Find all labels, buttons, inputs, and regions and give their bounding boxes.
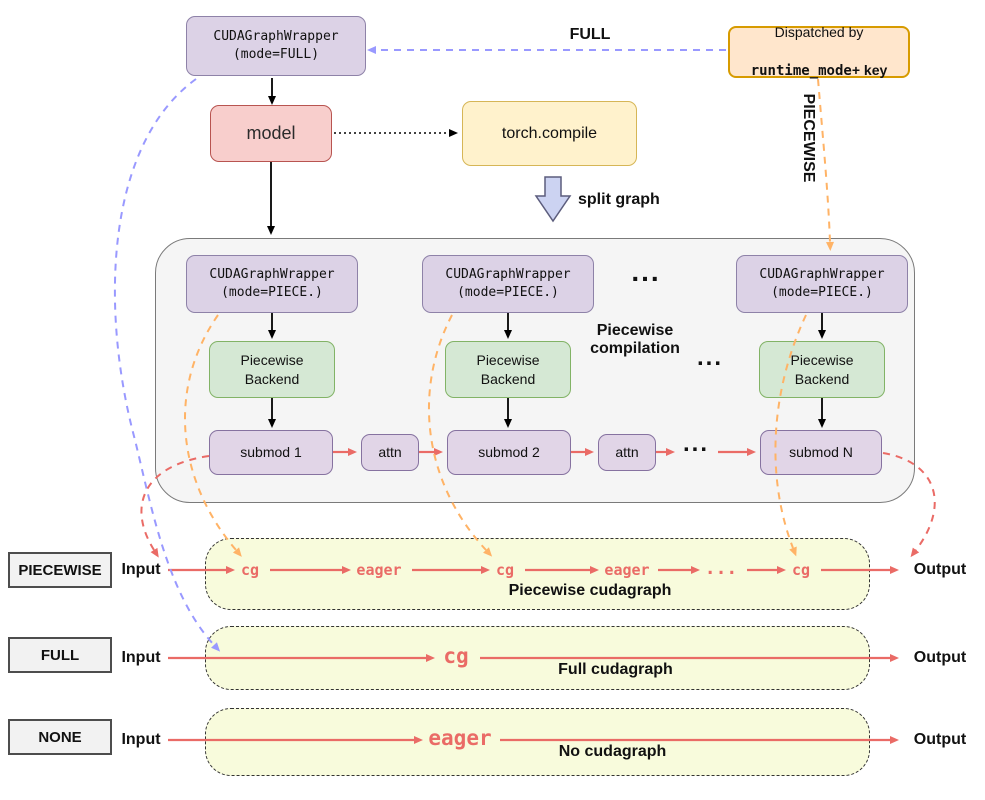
edge-label-piecewise: PIECEWISE <box>800 93 817 183</box>
seq-cg-1: cg <box>240 561 260 579</box>
seq-eager-2: eager <box>604 561 650 579</box>
mode-box-piecewise: PIECEWISE <box>8 552 112 588</box>
split-graph-block-arrow <box>534 176 572 223</box>
mode-box-full: FULL <box>8 637 112 673</box>
seq-cg-3: cg <box>791 561 811 579</box>
mode-box-none: NONE <box>8 719 112 755</box>
output-label-full: Output <box>913 649 967 666</box>
node-cudagraphwrapper-piece-3: CUDAGraphWrapper (mode=PIECE.) <box>736 255 908 313</box>
node-torch-compile: torch.compile <box>462 101 637 166</box>
node-submod-n: submod N <box>760 430 882 475</box>
node-cudagraphwrapper-piece-2: CUDAGraphWrapper (mode=PIECE.) <box>422 255 594 313</box>
mode-box-none-label: NONE <box>38 728 82 746</box>
node-dispatched-by: Dispatched by runtime_mode+ key <box>728 24 910 81</box>
ellipsis-backends: ... <box>696 344 723 371</box>
seq-ellipsis: ... <box>704 558 738 579</box>
full-cg-node: cg <box>443 644 469 668</box>
none-eager-node: eager <box>428 726 492 750</box>
split-graph-label: split graph <box>578 191 660 208</box>
dispatch-rest: + key <box>851 61 888 78</box>
full-cudagraph-track <box>205 626 870 690</box>
caption-piecewise-cudagraph: Piecewise cudagraph <box>508 582 672 599</box>
mode-box-full-label: FULL <box>40 646 80 664</box>
input-label-none: Input <box>121 731 161 748</box>
seq-cg-2: cg <box>495 561 515 579</box>
node-model: model <box>210 105 332 162</box>
caption-full-cudagraph: Full cudagraph <box>558 661 673 678</box>
piecewise-cudagraph-track <box>205 538 870 610</box>
input-label-full: Input <box>121 649 161 666</box>
ellipsis-submods: ... <box>682 430 709 457</box>
output-label-piecewise: Output <box>913 561 967 578</box>
node-attn-2: attn <box>598 434 656 471</box>
node-piecewise-backend-1: Piecewise Backend <box>209 341 335 398</box>
ellipsis-wrappers: ... <box>631 256 661 287</box>
dispatch-line2: runtime_mode+ key <box>751 42 888 81</box>
input-label-piecewise: Input <box>121 561 161 578</box>
output-label-none: Output <box>913 731 967 748</box>
dispatch-line1: Dispatched by <box>774 24 864 41</box>
node-submod-2: submod 2 <box>447 430 571 475</box>
node-cudagraphwrapper-piece-1: CUDAGraphWrapper (mode=PIECE.) <box>186 255 358 313</box>
node-piecewise-backend-3: Piecewise Backend <box>759 341 885 398</box>
seq-eager-1: eager <box>356 561 402 579</box>
node-cudagraphwrapper-full: CUDAGraphWrapper (mode=FULL) <box>186 16 366 76</box>
dispatch-code: runtime_mode <box>750 62 852 79</box>
no-cudagraph-track <box>205 708 870 776</box>
node-attn-1: attn <box>361 434 419 471</box>
caption-no-cudagraph: No cudagraph <box>558 743 667 760</box>
mode-box-piecewise-label: PIECEWISE <box>18 561 102 579</box>
edge-label-full: FULL <box>569 26 611 43</box>
piecewise-compilation-title: Piecewise compilation <box>590 322 680 357</box>
node-submod-1: submod 1 <box>209 430 333 475</box>
